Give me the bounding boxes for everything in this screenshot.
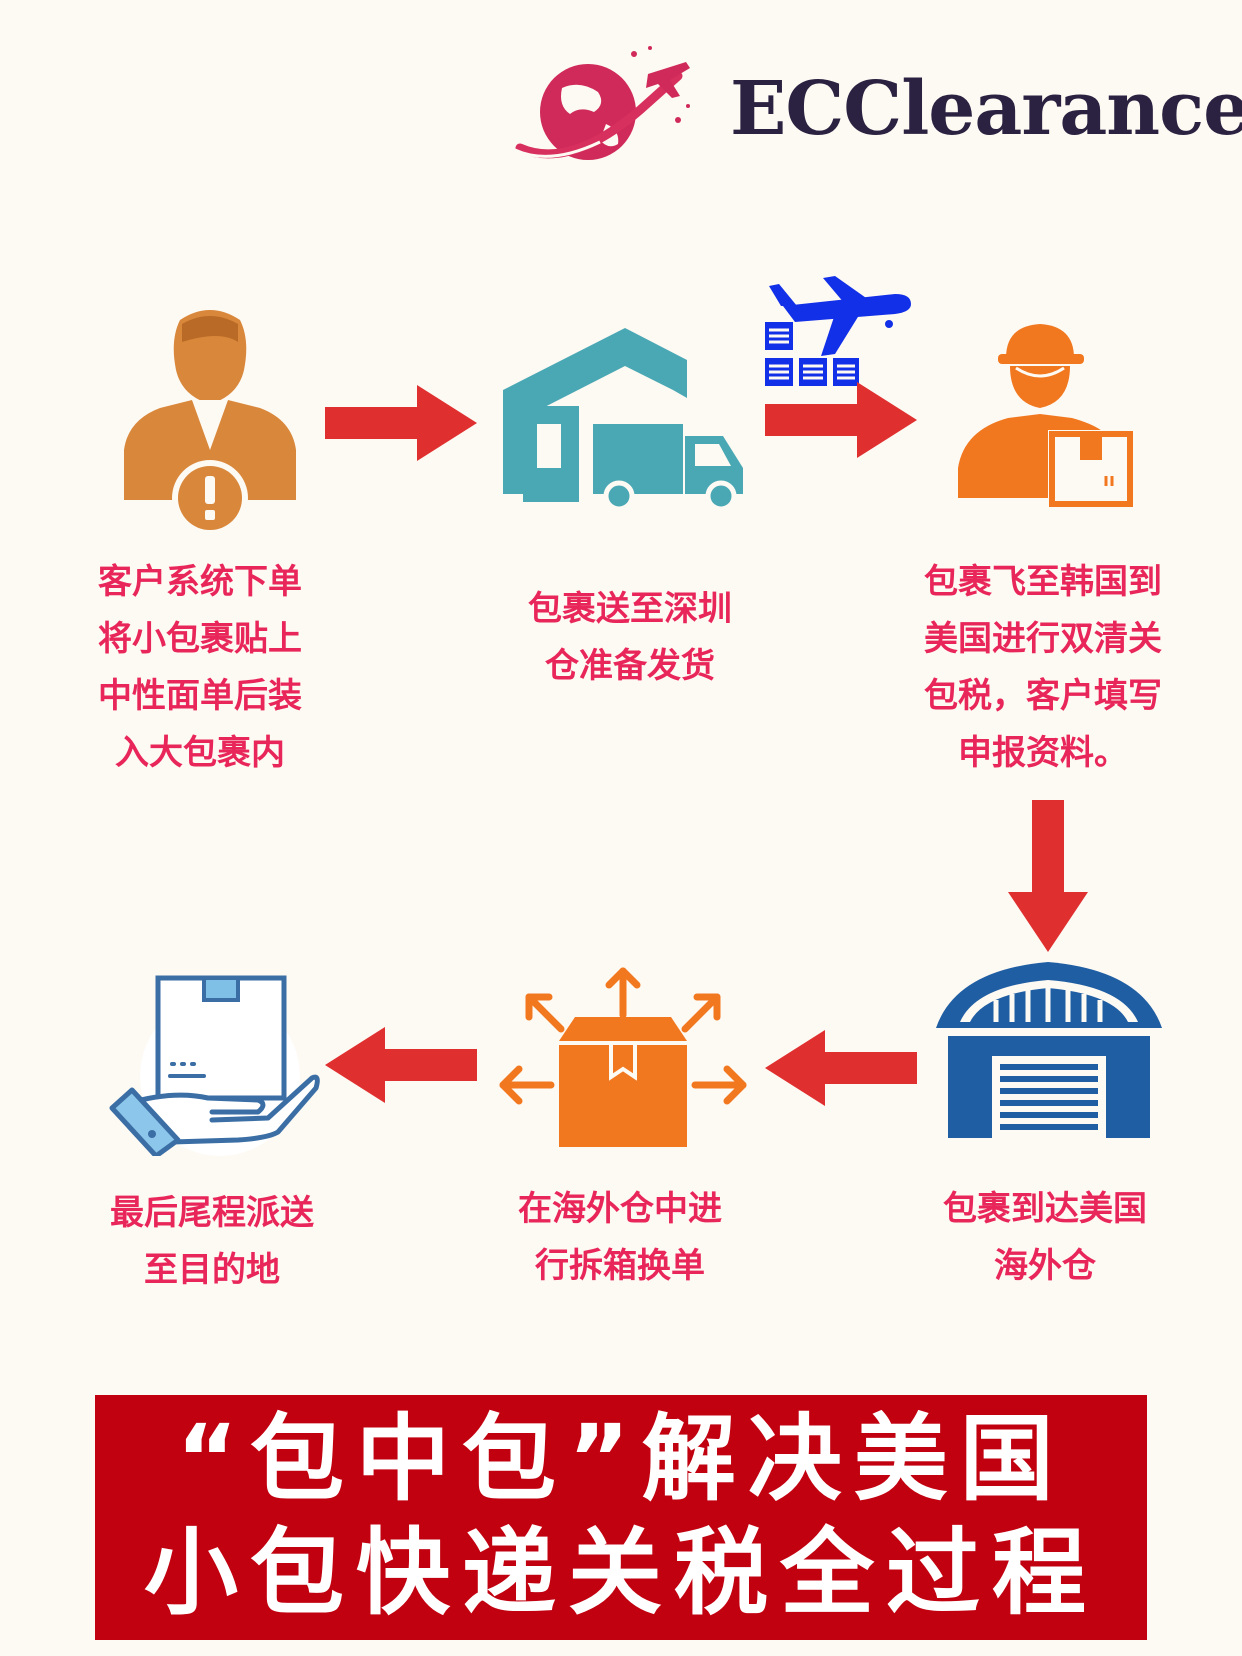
customer-alert-icon	[124, 310, 296, 536]
step-arrive-text: 包裹到达美国 海外仓	[925, 1181, 1165, 1295]
arrow-down	[1008, 800, 1088, 952]
title-banner: “包中包”解决美国 小包快递关税全过程	[95, 1395, 1147, 1640]
storage-warehouse-icon	[936, 962, 1162, 1138]
step-shenzhen-text: 包裹送至深圳 仓准备发货	[510, 581, 750, 695]
arrow-right-2	[765, 382, 917, 458]
step-flight-line-2: 美国进行双清关	[924, 619, 1162, 659]
hand-package-icon	[109, 975, 320, 1156]
step-flight-line-4: 申报资料。	[958, 733, 1128, 773]
arrow-right-1	[325, 385, 477, 461]
globe-plane-logo-icon	[514, 46, 690, 160]
step-unpack-line-1: 在海外仓中进	[518, 1189, 722, 1229]
step-arrive-line-2: 海外仓	[994, 1246, 1096, 1286]
step-flight-text: 包裹飞至韩国到 美国进行双清关 包税，客户填写 申报资料。	[903, 554, 1183, 782]
arrow-left-2	[325, 1027, 477, 1103]
step-order-line-4: 入大包裹内	[115, 733, 285, 773]
step-order-line-1: 客户系统下单	[98, 562, 302, 602]
box-split-icon	[499, 967, 747, 1147]
step-flight-line-3: 包税，客户填写	[924, 676, 1162, 716]
banner-line-2: 小包快递关税全过程	[143, 1519, 1098, 1628]
warehouse-truck-icon	[503, 328, 743, 512]
step-arrive-line-1: 包裹到达美国	[943, 1189, 1147, 1229]
step-order-line-3: 中性面单后装	[98, 676, 302, 716]
step-unpack-line-2: 行拆箱换单	[535, 1246, 705, 1286]
step-shenzhen-line-1: 包裹送至深圳	[528, 589, 732, 629]
step-flight-line-1: 包裹飞至韩国到	[924, 562, 1162, 602]
courier-icon	[958, 324, 1134, 508]
step-delivery-text: 最后尾程派送 至目的地	[92, 1185, 332, 1299]
arrow-left-1	[765, 1030, 917, 1106]
step-order-text: 客户系统下单 将小包裹贴上 中性面单后装 入大包裹内	[80, 554, 320, 782]
plane-cargo-icon	[765, 276, 911, 386]
brand-name: ECClearance	[730, 66, 1242, 152]
banner-line-1: “包中包”解决美国	[176, 1405, 1066, 1514]
step-order-line-2: 将小包裹贴上	[98, 619, 302, 659]
step-shenzhen-line-2: 仓准备发货	[545, 646, 715, 686]
step-delivery-line-2: 至目的地	[144, 1250, 280, 1290]
step-unpack-text: 在海外仓中进 行拆箱换单	[500, 1181, 740, 1295]
step-delivery-line-1: 最后尾程派送	[110, 1193, 314, 1233]
